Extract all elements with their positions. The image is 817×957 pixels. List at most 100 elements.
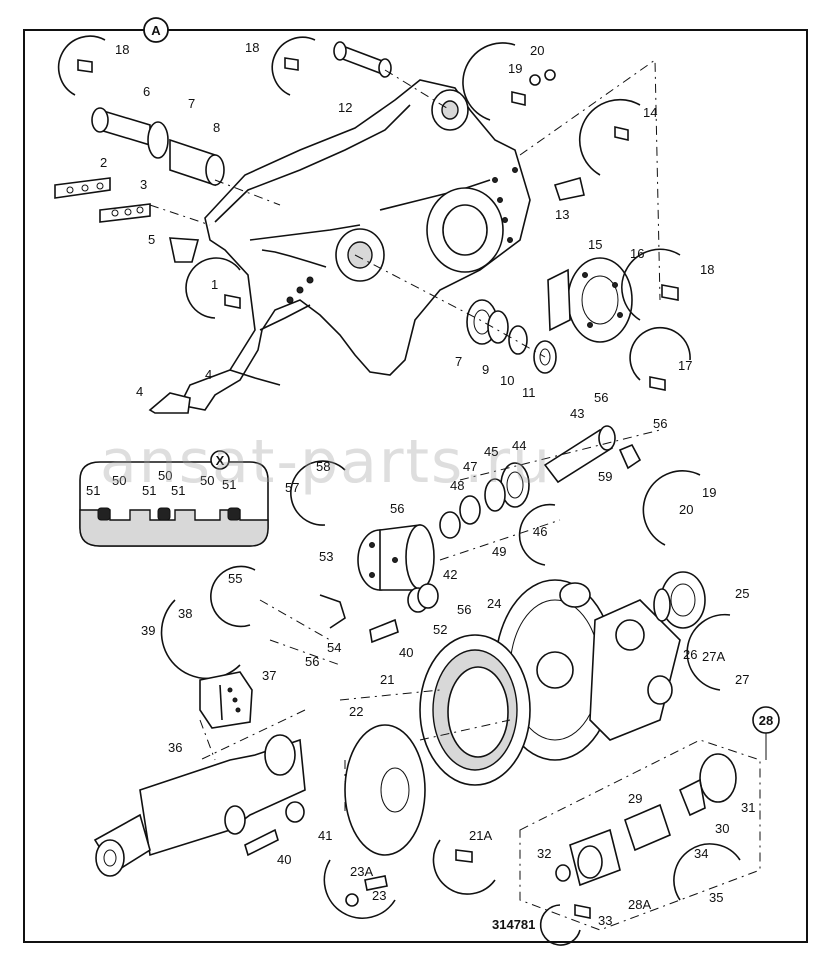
detail-label-51: 51 — [142, 483, 156, 498]
callout-53: 53 — [319, 549, 333, 564]
callout-45: 45 — [484, 444, 498, 459]
callout-7: 7 — [455, 354, 462, 369]
arm-casting — [178, 79, 531, 411]
detail-x-marker: X — [216, 453, 225, 468]
bolt-40-middle — [369, 618, 399, 644]
dash-leaders-upper — [149, 59, 661, 358]
cylinder-36 — [93, 734, 306, 877]
svg-text:A: A — [151, 23, 161, 38]
callout-31: 31 — [741, 800, 755, 815]
callout-20: 20 — [530, 43, 544, 58]
block-4 — [148, 392, 191, 414]
callout-46: 46 — [533, 524, 547, 539]
callout-20: 20 — [679, 502, 693, 517]
callout-19: 19 — [702, 485, 716, 500]
dash-leaders-lower — [199, 429, 661, 815]
callout-56: 56 — [457, 602, 471, 617]
callout-10: 10 — [500, 373, 514, 388]
callout-12: 12 — [338, 100, 352, 115]
shaft-43 — [543, 425, 616, 484]
drawing-number: 314781 — [492, 917, 535, 932]
callout-7: 7 — [188, 96, 195, 111]
callout-44: 44 — [512, 438, 526, 453]
callout-39: 39 — [141, 623, 155, 638]
callout-35: 35 — [709, 890, 723, 905]
callout-18: 18 — [245, 40, 259, 55]
figure-frame — [23, 29, 808, 943]
bolts-upper — [77, 57, 679, 391]
callout-18: 18 — [115, 42, 129, 57]
callout-1: 1 — [211, 277, 218, 292]
kit-28-panel — [519, 706, 780, 931]
callout-6: 6 — [143, 84, 150, 99]
bolt-21A — [455, 849, 473, 863]
detail-label-51: 51 — [222, 477, 236, 492]
sleeve-52 — [407, 583, 439, 613]
wedge-5 — [169, 237, 200, 263]
callout-43: 43 — [570, 406, 584, 421]
detail-label-51: 51 — [86, 483, 100, 498]
callout-36: 36 — [168, 740, 182, 755]
callout-55: 55 — [228, 571, 242, 586]
callout-34: 34 — [694, 846, 708, 861]
callout-23A: 23A — [350, 864, 373, 879]
callout-5: 5 — [148, 232, 155, 247]
callout-32: 32 — [537, 846, 551, 861]
hub-15-16 — [547, 257, 633, 343]
callout-21A: 21A — [469, 828, 492, 843]
callout-49: 49 — [492, 544, 506, 559]
callout-26: 26 — [683, 647, 697, 662]
seal-washers-7-9-10-11 — [466, 299, 557, 374]
callout-17: 17 — [678, 358, 692, 373]
pin-assembly-6-7-8 — [91, 107, 225, 187]
fitting-59 — [618, 443, 642, 470]
callout-15: 15 — [588, 237, 602, 252]
callout-27A: 27A — [702, 649, 725, 664]
bushing-41 — [285, 801, 305, 823]
callout-40: 40 — [277, 852, 291, 867]
watermark-text: ansat-parts.ru — [100, 427, 552, 497]
axle-housing-42 — [357, 524, 435, 591]
callout-54: 54 — [327, 640, 341, 655]
callout-57: 57 — [285, 480, 299, 495]
callout-58: 58 — [316, 459, 330, 474]
detail-label-50: 50 — [200, 473, 214, 488]
callout-16: 16 — [630, 246, 644, 261]
detail-label-51: 51 — [171, 483, 185, 498]
pin-12 — [333, 41, 392, 78]
callout-37: 37 — [262, 668, 276, 683]
detail-x-panel — [79, 450, 269, 547]
flange-25 — [653, 571, 706, 629]
callout-9: 9 — [482, 362, 489, 377]
detail-label-50: 50 — [158, 468, 172, 483]
ring-gear-21 — [419, 634, 531, 786]
callout-28A: 28A — [628, 897, 651, 912]
callout-2: 2 — [100, 155, 107, 170]
callout-30: 30 — [715, 821, 729, 836]
callout-13: 13 — [555, 207, 569, 222]
bolt-40-lower — [244, 828, 279, 857]
callout-56: 56 — [594, 390, 608, 405]
callout-38: 38 — [178, 606, 192, 621]
detail-balloons-lower — [323, 839, 741, 946]
callout-22: 22 — [349, 704, 363, 719]
callout-47: 47 — [463, 459, 477, 474]
callout-27: 27 — [735, 672, 749, 687]
callout-4: 4 — [205, 367, 212, 382]
callout-11: 11 — [522, 385, 536, 400]
callout-52: 52 — [433, 622, 447, 637]
callout-56: 56 — [305, 654, 319, 669]
callout-19: 19 — [508, 61, 522, 76]
detail-label-50: 50 — [112, 473, 126, 488]
callout-33: 33 — [598, 913, 612, 928]
callout-41: 41 — [318, 828, 332, 843]
bolt-23 — [345, 875, 388, 907]
bracket-13 — [553, 177, 585, 201]
callout-56: 56 — [390, 501, 404, 516]
callout-25: 25 — [735, 586, 749, 601]
seal-ring-44-45 — [439, 462, 530, 539]
